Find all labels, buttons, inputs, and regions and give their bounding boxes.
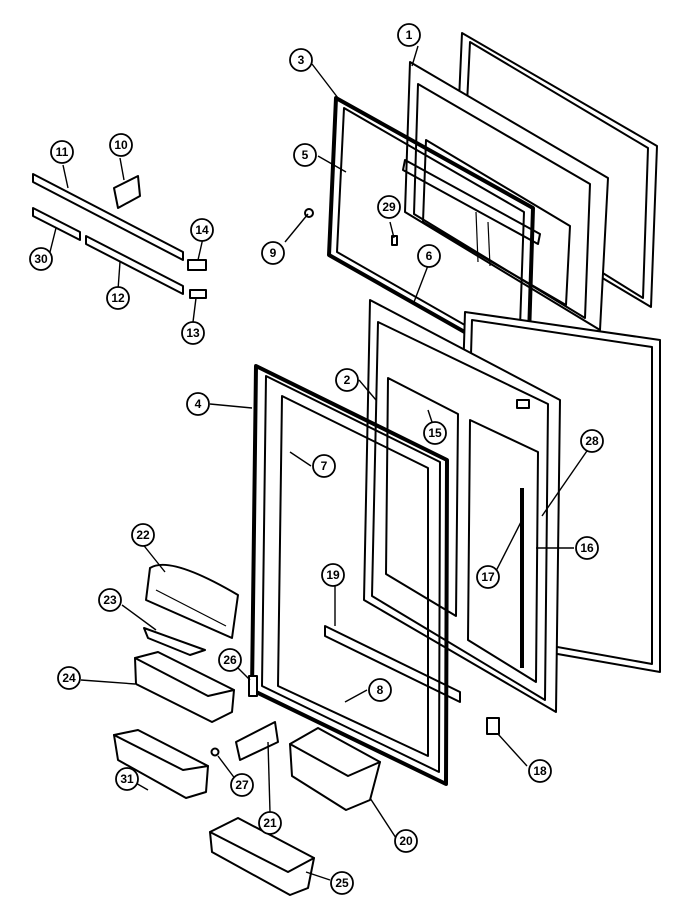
svg-text:31: 31 [120, 772, 134, 786]
trim-strip-lower-right [85, 235, 184, 295]
svg-text:17: 17 [481, 570, 495, 584]
svg-text:16: 16 [580, 541, 594, 555]
freezer-door-liner [404, 61, 609, 331]
small-clip-part [391, 235, 398, 246]
callout-20: 20 [394, 829, 418, 853]
svg-text:8: 8 [377, 683, 384, 697]
callout-4: 4 [186, 392, 210, 416]
callout-28: 28 [580, 429, 604, 453]
callout-30: 30 [29, 247, 53, 271]
fresh-food-door-liner [363, 299, 561, 713]
callout-8: 8 [368, 678, 392, 702]
callout-10: 10 [109, 133, 133, 157]
svg-text:27: 27 [235, 778, 249, 792]
control-knob-part [113, 175, 141, 209]
door-bar-part [324, 625, 461, 703]
freezer-shelf-retainer [402, 159, 541, 245]
leader-lines [49, 45, 590, 881]
callout-22: 22 [131, 523, 155, 547]
callout-1: 1 [397, 23, 421, 47]
dairy-compartment-tray [143, 627, 206, 656]
small-block-part [486, 717, 500, 735]
callout-16: 16 [575, 536, 599, 560]
svg-text:7: 7 [321, 459, 328, 473]
svg-text:22: 22 [136, 528, 150, 542]
svg-text:26: 26 [223, 653, 237, 667]
callout-23: 23 [98, 588, 122, 612]
svg-text:18: 18 [533, 764, 547, 778]
svg-text:3: 3 [298, 53, 305, 67]
clip-part-lower [189, 289, 207, 299]
door-bin-medium [134, 651, 235, 723]
callout-24: 24 [57, 666, 81, 690]
svg-text:2: 2 [344, 373, 351, 387]
callout-25: 25 [330, 871, 354, 895]
callout-29: 29 [377, 195, 401, 219]
svg-text:1: 1 [406, 28, 413, 42]
callout-9: 9 [261, 241, 285, 265]
svg-text:15: 15 [428, 426, 442, 440]
callout-13: 13 [181, 321, 205, 345]
svg-text:20: 20 [399, 834, 413, 848]
callout-14: 14 [190, 218, 214, 242]
callout-3: 3 [289, 48, 313, 72]
callout-17: 17 [476, 565, 500, 589]
callout-26: 26 [218, 648, 242, 672]
svg-text:28: 28 [585, 434, 599, 448]
callout-15: 15 [423, 421, 447, 445]
callout-5: 5 [293, 143, 317, 167]
callout-11: 11 [50, 140, 74, 164]
svg-text:9: 9 [270, 246, 277, 260]
dairy-door-cover [145, 563, 239, 639]
clip-part-upper [187, 259, 207, 271]
callout-7: 7 [312, 454, 336, 478]
hinge-pin-part [248, 675, 258, 697]
callout-19: 19 [321, 563, 345, 587]
svg-text:29: 29 [382, 200, 396, 214]
svg-text:11: 11 [56, 145, 69, 159]
trim-strip-lower-left [32, 207, 81, 241]
svg-text:12: 12 [111, 291, 125, 305]
svg-text:25: 25 [335, 876, 349, 890]
door-bin-small [113, 729, 209, 799]
svg-text:6: 6 [426, 249, 433, 263]
screw-small-part [210, 747, 220, 757]
egg-tray [289, 727, 381, 811]
callout-2: 2 [335, 368, 359, 392]
callout-27: 27 [230, 773, 254, 797]
svg-text:24: 24 [62, 671, 76, 685]
svg-text:10: 10 [114, 138, 128, 152]
callout-21: 21 [258, 811, 282, 835]
svg-text:19: 19 [326, 568, 340, 582]
svg-text:5: 5 [302, 148, 309, 162]
callout-31: 31 [115, 767, 139, 791]
callout-6: 6 [417, 244, 441, 268]
svg-text:21: 21 [263, 816, 277, 830]
svg-text:13: 13 [186, 326, 200, 340]
svg-text:4: 4 [195, 397, 202, 411]
svg-text:30: 30 [34, 252, 48, 266]
svg-text:14: 14 [195, 223, 209, 237]
trim-strip-upper [32, 173, 184, 261]
fresh-food-door-gasket [250, 364, 449, 786]
svg-text:23: 23 [103, 593, 117, 607]
door-bin-large [209, 817, 315, 896]
callout-12: 12 [106, 286, 130, 310]
bin-support-bracket [235, 721, 279, 761]
callout-18: 18 [528, 759, 552, 783]
